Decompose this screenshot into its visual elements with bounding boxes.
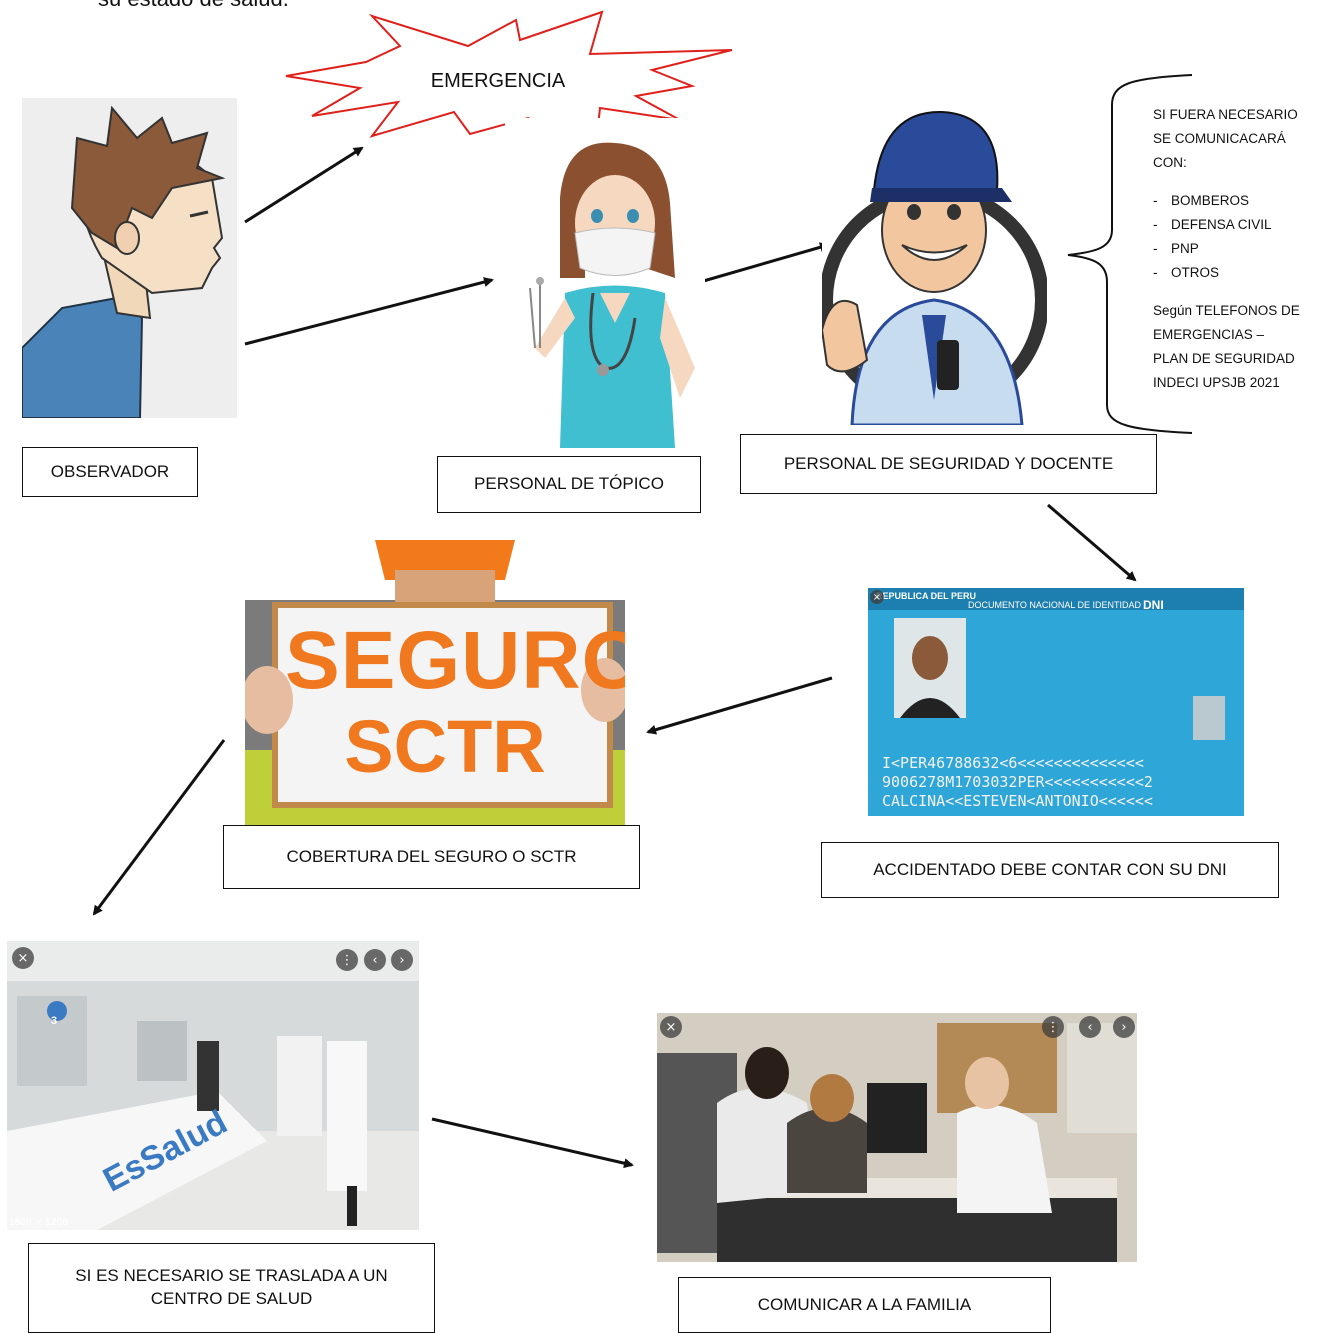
- sign-text-seguro: SEGURO: [285, 615, 625, 706]
- arrow-observador-emergencia: [244, 146, 364, 224]
- emergency-label: EMERGENCIA: [430, 70, 566, 92]
- nurse-image: [505, 118, 705, 448]
- dni-small-photo: [1193, 696, 1225, 740]
- dni-mrz-line-1: I<PER46788632<6<<<<<<<<<<<<<<: [882, 754, 1144, 772]
- note-ref-3: PLAN DE SEGURIDAD: [1153, 351, 1295, 367]
- dni-photo: [894, 618, 966, 718]
- note-line-3: CON:: [1153, 155, 1187, 171]
- dni-mrz-line-2: 9006278M1703032PER<<<<<<<<<<<2: [882, 772, 1153, 791]
- box-seguro: COBERTURA DEL SEGURO O SCTR: [223, 825, 640, 889]
- more-options-icon[interactable]: ⋮: [1042, 1016, 1064, 1038]
- note-ref-4: INDECI UPSJB 2021: [1153, 375, 1280, 391]
- chevron-left-icon[interactable]: ‹: [1079, 1016, 1101, 1038]
- emergency-burst: [285, 10, 733, 146]
- dni-mrz: I<PER46788632<6<<<<<<<<<<<<<< 9006278M17…: [882, 754, 1153, 810]
- note-line-2: SE COMUNICACARÁ: [1153, 131, 1286, 147]
- note-contact-list: BOMBEROS DEFENSA CIVIL PNP OTROS: [1153, 189, 1328, 285]
- box-seguridad: PERSONAL DE SEGURIDAD Y DOCENTE: [740, 434, 1157, 494]
- close-icon[interactable]: ×: [660, 1016, 682, 1038]
- arrow-centro-familia: [431, 1117, 634, 1169]
- arrow-dni-seguro: [646, 676, 833, 735]
- dni-mrz-line-3: CALCINA<<ESTEVEN<ANTONIO<<<<<<: [882, 791, 1153, 810]
- hospital-image: 3 EsSalud 1800 × 1200 × ⋮ ‹ ›: [7, 941, 419, 1230]
- seguro-sign-image: SEGURO SCTR: [245, 540, 625, 825]
- note-item-otros: OTROS: [1153, 261, 1328, 285]
- arrow-seguro-centro: [92, 739, 226, 916]
- bed-number: 3: [51, 1015, 58, 1027]
- chevron-left-icon[interactable]: ‹: [364, 949, 386, 971]
- intro-text: su estado de salud.: [98, 0, 289, 12]
- arrow-observador-topico: [244, 277, 494, 346]
- chevron-right-icon[interactable]: ›: [391, 949, 413, 971]
- family-image: × ⋮ ‹ ›: [657, 1013, 1137, 1262]
- note-item-bomberos: BOMBEROS: [1153, 189, 1328, 213]
- dni-card-image: REPUBLICA DEL PERU DOCUMENTO NACIONAL DE…: [868, 588, 1244, 816]
- box-observador: OBSERVADOR: [22, 447, 198, 497]
- note-ref-2: EMERGENCIAS –: [1153, 327, 1265, 343]
- box-familia: COMUNICAR A LA FAMILIA: [678, 1277, 1051, 1333]
- box-centro-line-1: SI ES NECESARIO SE TRASLADA A UN: [75, 1266, 388, 1286]
- box-topico: PERSONAL DE TÓPICO: [437, 456, 701, 513]
- dni-header: REPUBLICA DEL PERU: [876, 591, 977, 601]
- guard-image: [822, 100, 1047, 425]
- note-line-1: SI FUERA NECESARIO: [1153, 107, 1298, 122]
- note-item-defensa-civil: DEFENSA CIVIL: [1153, 213, 1328, 237]
- observer-image: [22, 98, 237, 418]
- dni-doc-title: DOCUMENTO NACIONAL DE IDENTIDAD: [968, 600, 1142, 610]
- dni-label: DNI: [1143, 598, 1164, 612]
- more-options-icon[interactable]: ⋮: [336, 949, 358, 971]
- close-icon[interactable]: ×: [12, 947, 34, 969]
- sign-text-sctr: SCTR: [344, 705, 546, 788]
- note-item-pnp: PNP: [1153, 237, 1328, 261]
- close-icon[interactable]: ×: [870, 590, 884, 604]
- box-dni: ACCIDENTADO DEBE CONTAR CON SU DNI: [821, 842, 1279, 898]
- curly-brace: [1067, 74, 1193, 434]
- note-ref-1: Según TELEFONOS DE: [1153, 303, 1300, 319]
- arrow-seguridad-dni: [1047, 503, 1137, 582]
- chevron-right-icon[interactable]: ›: [1113, 1016, 1135, 1038]
- image-size-label: 1800 × 1200: [9, 1218, 69, 1228]
- box-centro-line-2: CENTRO DE SALUD: [150, 1289, 313, 1308]
- box-centro-salud: SI ES NECESARIO SE TRASLADA A UN CENTRO …: [28, 1243, 435, 1333]
- arrow-topico-seguridad: [699, 242, 830, 284]
- emergency-contacts-note: SI FUERA NECESARIO SE COMUNICACARÁ CON: …: [1153, 103, 1328, 395]
